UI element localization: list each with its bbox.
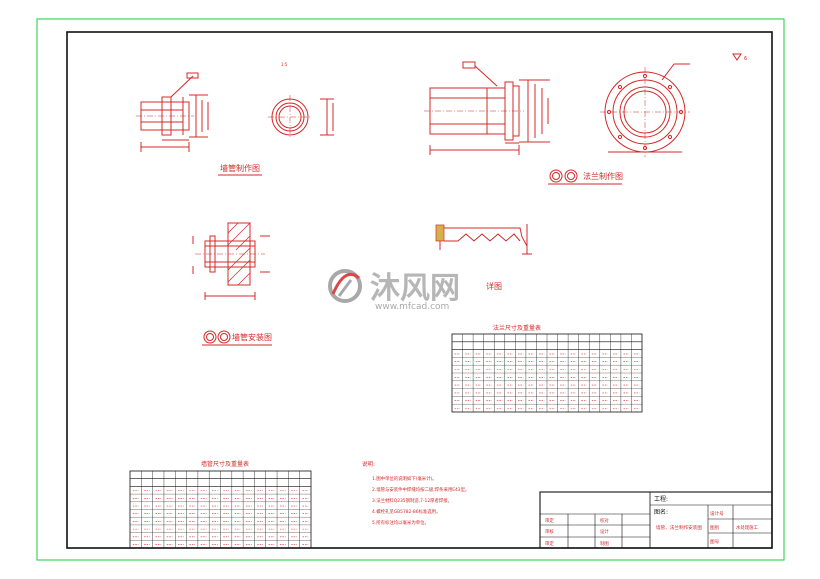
- watermark-logo: [328, 269, 362, 303]
- note-line: 5.所有标注均以毫米为单位。: [372, 519, 429, 526]
- notes-block: 说明: 1.图中单位的说明如下(毫米计)。 2.墙管与安装件中焊缝均按二级,焊条…: [362, 460, 469, 526]
- flange-table: [451, 333, 643, 413]
- notes-heading: 说明:: [362, 460, 375, 468]
- title-block-label: 审核: [545, 528, 554, 535]
- drawing-label: 图名:: [654, 508, 668, 516]
- note-line: 3.法兰材料Q235钢制造,7-12厚者焊接。: [372, 497, 452, 504]
- wall-pipe-install-view: [192, 222, 270, 300]
- top-tiny-label: 1:5: [281, 62, 288, 67]
- watermark: 沐风网 www.mfcad.com: [328, 269, 460, 312]
- wall-pipe-caption: 墙管制作图: [220, 163, 260, 173]
- install-caption-group: 墙管安装图: [202, 330, 272, 346]
- note-line: 4.螺栓孔见GB5782-86标准选用。: [372, 508, 440, 515]
- flange-caption: 法兰制作图: [583, 171, 623, 181]
- pipe-table: [129, 470, 312, 549]
- flange-end-view: [600, 63, 690, 157]
- title-block-value: 水处理施工: [736, 524, 759, 531]
- flange-pipe-side-view: [424, 61, 550, 155]
- svg-text:6: 6: [744, 56, 747, 62]
- watermark-site: www.mfcad.com: [375, 302, 449, 312]
- title-block: 工程: 图名: 墙管、法兰制作安装图 设计号 图别 图号 水处理施工 审定 审核…: [539, 491, 773, 549]
- title-block-label: 图号: [710, 539, 720, 545]
- weld-detail-caption: 详图: [486, 281, 502, 291]
- roughness-mark: 6: [732, 53, 747, 62]
- title-block-label: 图别: [710, 524, 720, 531]
- outer-border: [36, 18, 785, 561]
- title-block-label: 审定: [545, 517, 554, 524]
- wall-pipe-end-view: [268, 95, 334, 139]
- project-label: 工程:: [654, 495, 668, 503]
- flange-caption-group: 法兰制作图: [548, 169, 623, 185]
- title-block-label: 设计: [600, 528, 609, 535]
- title-block-label: 设计号: [710, 510, 724, 517]
- note-line: 2.墙管与安装件中焊缝均按二级,焊条采用E43型。: [372, 486, 469, 493]
- flange-table-title: 法兰尺寸及重量表: [493, 324, 541, 332]
- watermark-brand: 沐风网: [370, 271, 460, 306]
- drawing-title: 墙管、法兰制作安装图: [656, 524, 702, 531]
- title-block-label: 校对: [600, 517, 609, 524]
- pipe-table-title: 墙管尺寸及重量表: [201, 460, 249, 468]
- drawing-frame: [66, 31, 773, 549]
- title-block-label: 审定: [545, 540, 554, 547]
- weld-detail-view: [435, 224, 532, 255]
- note-line: 1.图中单位的说明如下(毫米计)。: [372, 475, 437, 482]
- title-block-label: 制图: [600, 540, 609, 547]
- install-caption: 墙管安装图: [232, 332, 272, 342]
- wall-pipe-side-view: [136, 72, 209, 152]
